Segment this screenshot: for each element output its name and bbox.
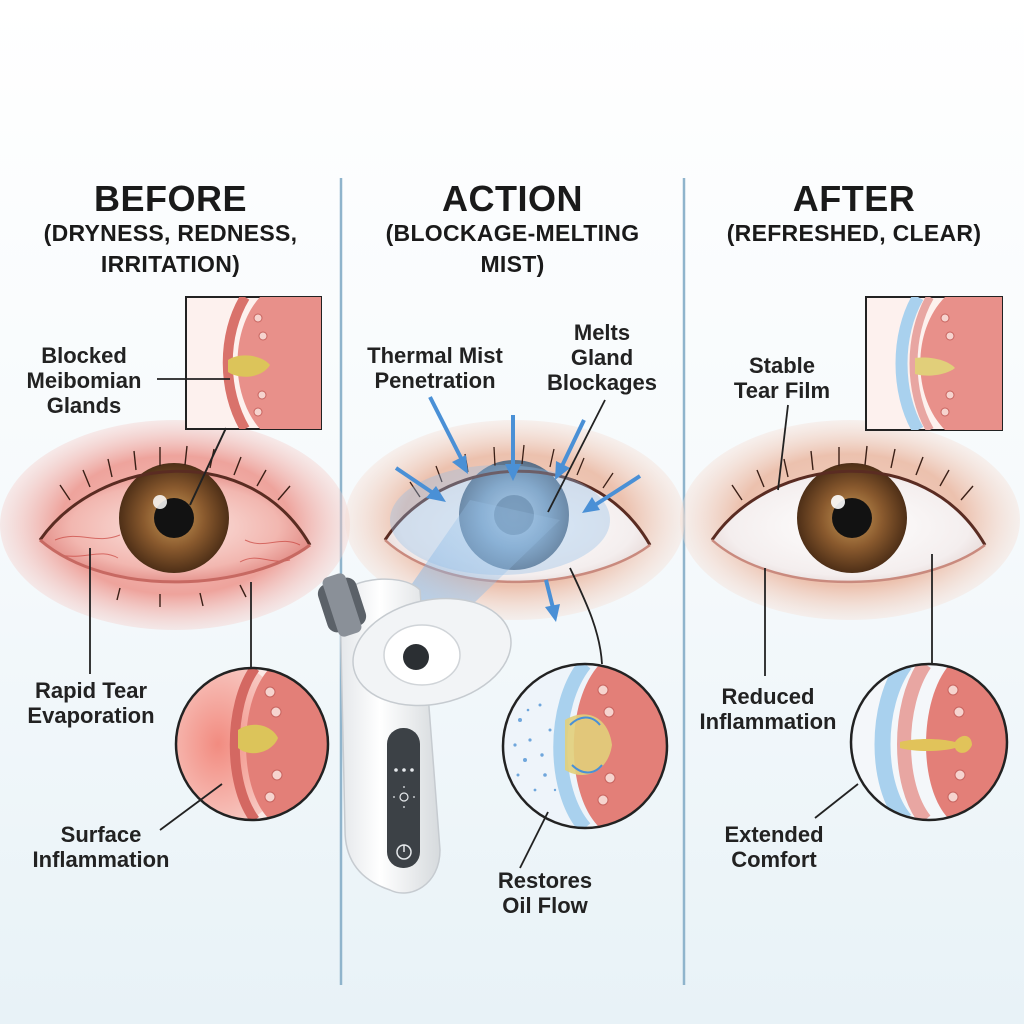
power-icon (396, 844, 412, 860)
action-subheading: (BLOCKAGE-MELTING MIST) (385, 220, 640, 277)
label-extended-comfort: Extended Comfort (724, 822, 824, 872)
healthy-eye-illustration (680, 420, 1020, 620)
gland-magnifier-icon (157, 296, 322, 506)
after-heading: AFTER (792, 178, 916, 219)
label-thermal-mist-penetration: Thermal Mist Penetration (367, 343, 503, 393)
label-reduced-inflammation: Reduced Inflammation (699, 684, 837, 734)
label-melts-gland-blockages: Melts Gland Blockages (546, 320, 658, 395)
eye-mist-device (317, 573, 512, 894)
red-eye-illustration (0, 420, 350, 630)
action-heading: ACTION (442, 178, 583, 219)
label-rapid-tear-evaporation: Rapid Tear Evaporation (27, 678, 155, 728)
label-blocked-meibomian-glands: Blocked Meibomian Glands (26, 343, 142, 418)
after-subheading: (REFRESHED, CLEAR) (726, 220, 982, 246)
sun-icon (393, 786, 415, 808)
label-surface-inflammation: Surface Inflammation (32, 822, 170, 872)
mist-arrow-icon (394, 396, 642, 622)
label-restores-oil-flow: Restores Oil Flow (497, 868, 593, 918)
before-subheading: (DRYNESS, REDNESS, IRRITATION) (43, 220, 298, 277)
before-heading: BEFORE (93, 178, 247, 219)
label-stable-tear-film: Stable Tear Film (733, 353, 831, 403)
